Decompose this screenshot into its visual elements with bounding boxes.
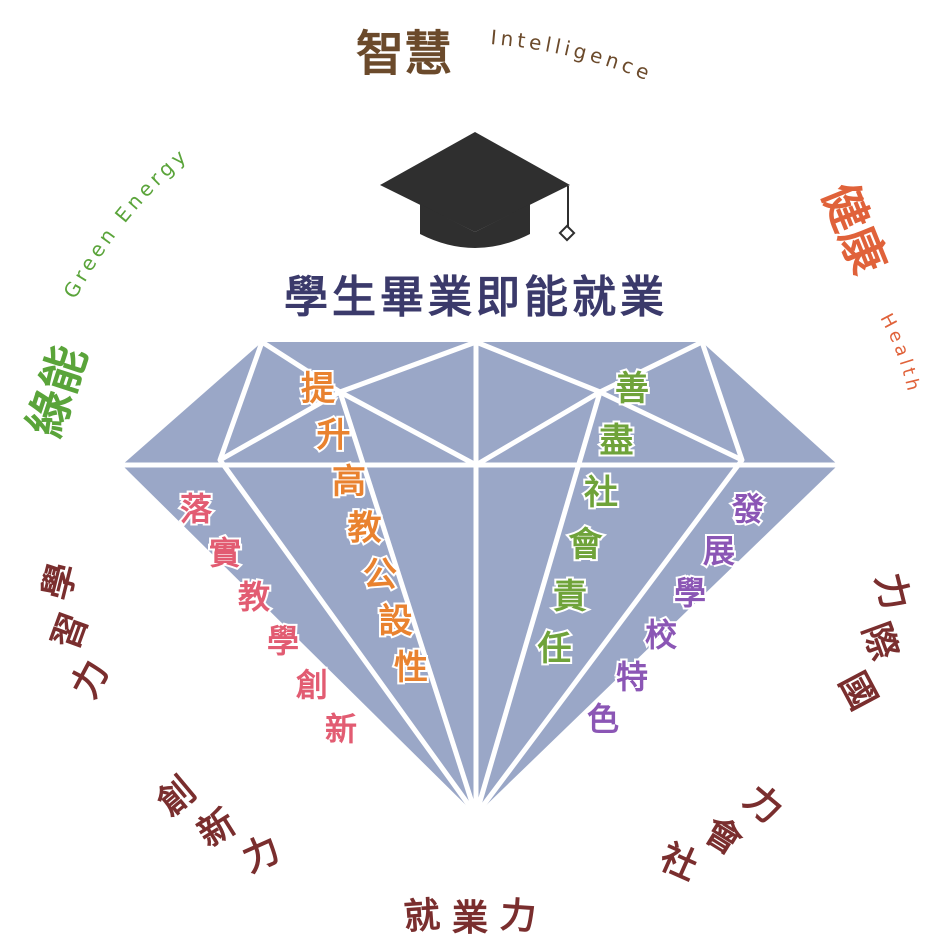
ability-international-char: 力 <box>867 569 915 614</box>
ability-employment-char: 就 <box>403 895 442 935</box>
ability-employment-char: 業 <box>452 898 488 935</box>
ability-innovation-char: 力 <box>237 829 287 881</box>
facet-social-responsibility-char: 責 <box>553 577 587 617</box>
facet-raise-public-nature-char: 公 <box>363 555 397 595</box>
facet-raise-public-nature-char: 高 <box>332 462 366 502</box>
ability-employment-char: 力 <box>499 895 538 935</box>
ability-social: 社會力 <box>654 778 790 889</box>
value-health-en: Health <box>876 310 925 396</box>
facet-school-features-char: 校 <box>645 616 677 654</box>
main-title: 學生畢業即能就業 <box>284 272 668 323</box>
ability-employment: 就業力 <box>403 895 538 939</box>
facet-school-features-char: 展 <box>703 532 735 570</box>
value-intelligence-en: Intelligence <box>490 25 657 86</box>
facet-raise-public-nature-char: 提 <box>301 369 335 409</box>
value-green-energy: 綠能 Green Energy <box>17 142 193 443</box>
facet-teaching-innovation-char: 創 <box>296 666 328 704</box>
graduation-cap-icon <box>380 132 576 248</box>
ability-international: 國際力 <box>831 569 916 717</box>
ability-social-char: 社 <box>654 837 704 889</box>
ability-innovation-char: 新 <box>191 802 243 856</box>
value-intelligence-cn: 智慧 <box>356 26 452 82</box>
diamond <box>122 339 838 817</box>
facet-social-responsibility-char: 盡 <box>600 421 634 461</box>
ability-innovation: 創新力 <box>150 770 286 881</box>
ability-learning-char: 習 <box>45 608 96 656</box>
facet-raise-public-nature-char: 設 <box>379 602 413 642</box>
facet-school-features-char: 色 <box>587 700 619 738</box>
ability-learning-char: 力 <box>64 654 117 705</box>
facet-teaching-innovation-char: 學 <box>267 622 299 660</box>
value-intelligence: 智慧 Intelligence <box>356 25 657 86</box>
facet-raise-public-nature-char: 升 <box>317 416 351 456</box>
diamond-shape <box>122 342 838 815</box>
ability-innovation-char: 創 <box>150 770 204 825</box>
diamond-facet-lines <box>122 339 838 817</box>
facet-social-responsibility-char: 善 <box>615 369 649 409</box>
facet-school-features-char: 學 <box>674 574 706 612</box>
ability-social-char: 力 <box>736 778 790 833</box>
facet-teaching-innovation-char: 落 <box>180 490 213 528</box>
ability-learning-char: 學 <box>36 559 84 604</box>
facet-school-features-char: 特 <box>616 658 648 696</box>
ability-social-char: 會 <box>697 810 750 864</box>
ability-international-char: 國 <box>831 666 884 717</box>
facet-raise-public-nature-char: 性 <box>394 648 428 688</box>
facet-teaching-innovation-char: 教 <box>238 578 270 616</box>
value-health: 健康 Health <box>812 176 925 397</box>
ability-international-char: 際 <box>854 618 905 666</box>
ability-learning: 學習力 <box>36 559 117 705</box>
facet-teaching-innovation-char: 新 <box>325 710 357 748</box>
facet-social-responsibility-char: 任 <box>538 629 572 669</box>
facet-raise-public-nature-char: 教 <box>348 509 382 549</box>
facet-social-responsibility-char: 社 <box>584 473 618 513</box>
value-health-cn: 健康 <box>812 176 897 282</box>
facet-school-features-char: 發 <box>731 490 764 528</box>
facet-teaching-innovation-char: 實 <box>209 534 241 572</box>
facet-social-responsibility-char: 會 <box>569 525 604 565</box>
value-green-energy-cn: 綠能 <box>17 339 97 443</box>
value-green-energy-en: Green Energy <box>58 142 193 302</box>
